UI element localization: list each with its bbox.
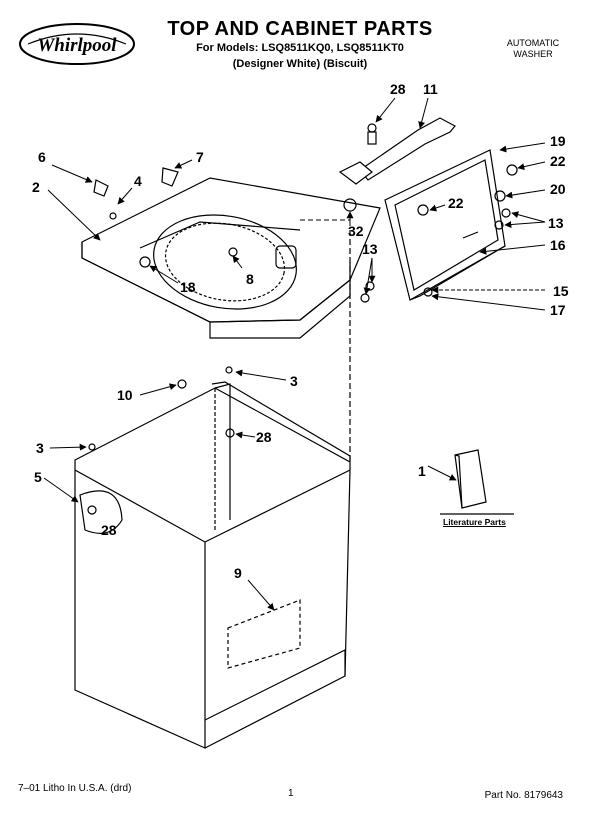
callout-28b: 28 xyxy=(256,429,272,445)
appliance-type: AUTOMATIC WASHER xyxy=(498,38,568,60)
washer-top-panel xyxy=(81,177,381,339)
callout-17: 17 xyxy=(550,302,566,318)
callout-16: 16 xyxy=(550,237,566,253)
color-variants: (Designer White) (Biscuit) xyxy=(232,58,368,70)
washer-cabinet xyxy=(74,230,351,749)
literature-parts-label: Literature Parts xyxy=(443,517,506,527)
callout-6: 6 xyxy=(38,149,46,165)
page-number: 1 xyxy=(288,788,294,799)
callout-22b: 22 xyxy=(448,195,464,211)
callout-1: 1 xyxy=(418,463,426,479)
part-number: Part No. 8179643 xyxy=(484,790,563,801)
callout-15: 15 xyxy=(553,283,569,299)
callout-32: 32 xyxy=(348,223,364,239)
svg-text:Whirlpool: Whirlpool xyxy=(37,35,117,56)
whirlpool-logo: Whirlpool xyxy=(19,23,135,65)
model-numbers: For Models: LSQ8511KQ0, LSQ8511KT0 xyxy=(196,42,404,54)
callout-13a: 13 xyxy=(548,215,564,231)
callout-13b: 13 xyxy=(362,241,378,257)
callout-11: 11 xyxy=(423,81,438,97)
callout-7: 7 xyxy=(196,149,204,165)
callout-18: 18 xyxy=(180,279,196,295)
page-title: TOP AND CABINET PARTS xyxy=(167,18,433,40)
appliance-type-line1: AUTOMATIC xyxy=(506,38,560,48)
callout-9: 9 xyxy=(234,565,242,581)
callout-2: 2 xyxy=(32,179,40,195)
callout-5: 5 xyxy=(34,469,42,485)
literature-booklet xyxy=(440,449,514,515)
callout-3b: 3 xyxy=(36,440,44,456)
callout-numbers: 1 2 3 3 4 5 6 7 8 9 10 11 13 13 15 16 17… xyxy=(32,81,569,581)
callout-4: 4 xyxy=(134,173,142,189)
callout-3a: 3 xyxy=(290,373,298,389)
callout-22a: 22 xyxy=(550,153,566,169)
callout-28c: 28 xyxy=(101,522,117,538)
hardware-parts xyxy=(87,123,518,515)
callout-10: 10 xyxy=(117,387,133,403)
callout-8: 8 xyxy=(246,271,254,287)
print-info: 7–01 Litho In U.S.A. (drd) xyxy=(18,783,132,794)
appliance-type-line2: WASHER xyxy=(513,49,553,59)
callout-19: 19 xyxy=(550,133,566,149)
lid-assembly xyxy=(338,117,506,301)
leader-lines xyxy=(43,97,546,611)
callout-20: 20 xyxy=(550,181,566,197)
callout-28a: 28 xyxy=(390,81,406,97)
